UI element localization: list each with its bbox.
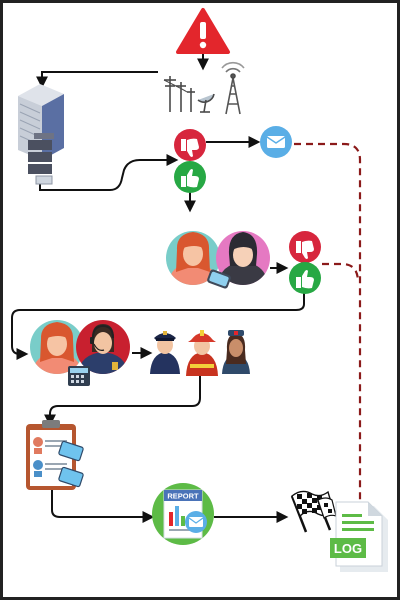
checkered-flag-icon xyxy=(290,490,337,533)
arrow-server-to-decision xyxy=(39,154,179,191)
dashed-connectors xyxy=(294,142,367,515)
report-label: REPORT xyxy=(167,492,199,501)
network-infrastructure-icon xyxy=(163,61,245,115)
log-label: LOG xyxy=(334,541,362,556)
dashed-message-to-log xyxy=(294,142,367,515)
dashed-decision-to-log xyxy=(322,262,360,283)
log-file-icon: LOG xyxy=(330,501,388,572)
arrow-infra-to-server xyxy=(36,71,158,89)
arrow-responders-to-clipboard xyxy=(44,376,201,427)
clipboard-personnel-icon xyxy=(26,420,84,490)
arrow-decision-to-callcenter xyxy=(11,292,305,360)
envelope-icon xyxy=(260,126,292,158)
thumbs-up-icon xyxy=(174,161,206,193)
call-center-avatars-icon xyxy=(30,320,130,386)
thumbs-up-icon xyxy=(289,262,321,294)
operators-avatars-icon xyxy=(166,231,270,289)
emergency-responders-icon xyxy=(150,330,250,376)
report-document-icon: REPORT xyxy=(152,483,214,545)
server-rack-icon xyxy=(18,84,64,185)
alert-triangle-icon xyxy=(176,8,230,54)
thumbs-down-icon xyxy=(289,231,321,263)
arrow-clipboard-to-report xyxy=(51,490,155,523)
connectors xyxy=(11,52,305,523)
thumbs-down-icon xyxy=(174,129,206,161)
